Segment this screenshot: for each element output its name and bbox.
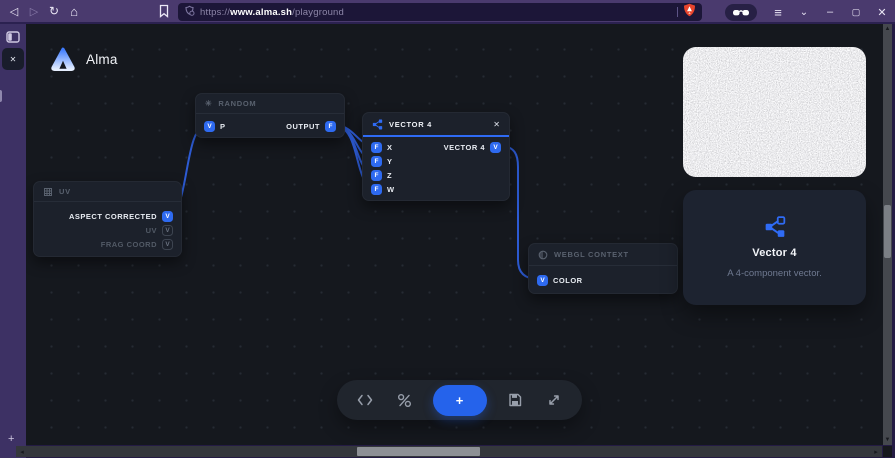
add-node-button[interactable]: + bbox=[432, 384, 487, 416]
node-title: UV bbox=[59, 187, 71, 196]
node-title: WEBGL CONTEXT bbox=[554, 250, 629, 259]
scroll-down-icon[interactable]: ▼ bbox=[884, 437, 891, 443]
url-divider bbox=[677, 7, 678, 17]
alma-logo-icon bbox=[51, 47, 75, 72]
private-window-glasses-icon[interactable] bbox=[725, 3, 757, 21]
panel-toggle-icon[interactable] bbox=[6, 30, 20, 48]
port-input-w[interactable]: F bbox=[371, 183, 382, 195]
bookmark-icon[interactable] bbox=[158, 4, 170, 23]
address-bar[interactable]: https://www.alma.sh/playground bbox=[178, 3, 702, 21]
home-button[interactable]: ⌂ bbox=[70, 3, 78, 19]
port-input-p[interactable]: V bbox=[204, 121, 215, 132]
code-view-button[interactable] bbox=[354, 389, 376, 411]
expand-icon bbox=[549, 395, 559, 405]
editor-toolbar: + bbox=[337, 380, 582, 420]
port-output-frag-coord[interactable]: V bbox=[162, 238, 173, 250]
menu-button[interactable]: ≡ bbox=[774, 4, 782, 20]
port-input-x[interactable]: F bbox=[371, 141, 382, 153]
port-label: VECTOR 4 bbox=[443, 142, 485, 152]
port-input-y[interactable]: F bbox=[371, 155, 382, 167]
panel-add-button[interactable]: + bbox=[8, 433, 15, 445]
browser-side-panel-strip: ✕ + bbox=[0, 24, 26, 458]
url-host: www.alma.sh bbox=[230, 6, 293, 18]
code-icon bbox=[357, 394, 373, 406]
port-output[interactable]: F bbox=[325, 121, 336, 132]
node-random[interactable]: ✳ RANDOM V P OUTPUT F bbox=[195, 93, 345, 138]
horizontal-scroll-thumb[interactable] bbox=[357, 447, 480, 456]
minimize-button[interactable]: – bbox=[826, 6, 834, 18]
inspector-title: Vector 4 bbox=[752, 247, 797, 259]
panel-strip-marker bbox=[0, 90, 2, 102]
scroll-left-icon[interactable]: ◂ bbox=[20, 448, 24, 456]
port-label: UV bbox=[145, 225, 157, 235]
shader-preview bbox=[683, 47, 866, 177]
vector-icon bbox=[765, 216, 785, 237]
back-button[interactable]: ◁ bbox=[9, 5, 19, 18]
save-icon bbox=[509, 393, 521, 407]
graph-options-button[interactable] bbox=[393, 389, 415, 411]
vertical-scrollbar[interactable]: ▲ ▼ bbox=[883, 24, 892, 445]
panel-close-button[interactable]: ✕ bbox=[2, 48, 24, 70]
close-button[interactable]: ✕ bbox=[877, 6, 887, 19]
fullscreen-button[interactable] bbox=[543, 389, 565, 411]
maximize-button[interactable]: ▢ bbox=[851, 6, 861, 17]
port-input-color[interactable]: V bbox=[537, 274, 548, 286]
node-inspector-card: Vector 4 A 4-component vector. bbox=[683, 190, 866, 305]
vector-icon bbox=[372, 119, 383, 129]
node-close-icon[interactable]: ✕ bbox=[493, 119, 500, 129]
node-editor-canvas[interactable]: Alma ✳ RANDOM V P OUTPUT F bbox=[26, 24, 883, 445]
port-label: P bbox=[220, 122, 226, 131]
site-info-icon[interactable] bbox=[184, 3, 195, 21]
port-output-uv[interactable]: V bbox=[162, 224, 173, 236]
port-label: OUTPUT bbox=[286, 122, 320, 131]
port-label: X bbox=[387, 142, 393, 152]
inspector-description: A 4-component vector. bbox=[727, 268, 822, 279]
horizontal-scrollbar[interactable]: ◂ ▸ bbox=[16, 446, 882, 457]
brand-name: Alma bbox=[86, 51, 118, 67]
node-title: VECTOR 4 bbox=[389, 119, 432, 129]
grid-icon bbox=[44, 187, 52, 196]
browser-toolbar: ◁ ▷ ↻ ⌂ https://www.alma.sh/playground ≡ bbox=[0, 0, 895, 24]
scroll-right-icon[interactable]: ▸ bbox=[874, 448, 878, 456]
port-output-aspect-corrected[interactable]: V bbox=[162, 210, 173, 222]
node-uv[interactable]: UV ASPECT CORRECTED V UV V FRAG COORD V bbox=[33, 181, 182, 257]
brand: Alma bbox=[50, 46, 118, 72]
port-label: FRAG COORD bbox=[100, 239, 157, 249]
port-output-vector4[interactable]: V bbox=[490, 141, 501, 153]
scrollbar-corner bbox=[883, 446, 892, 457]
port-label: ASPECT CORRECTED bbox=[68, 211, 157, 221]
port-label: Y bbox=[387, 156, 393, 166]
random-icon: ✳ bbox=[205, 99, 213, 108]
wire-vector4-to-color bbox=[499, 145, 539, 280]
context-icon bbox=[538, 250, 548, 259]
scroll-up-icon[interactable]: ▲ bbox=[884, 26, 891, 32]
chevron-down-icon[interactable]: ⌄ bbox=[799, 6, 809, 18]
shield-extension-icon[interactable] bbox=[683, 3, 696, 22]
noise-texture bbox=[683, 47, 866, 177]
node-vector4[interactable]: VECTOR 4 ✕ F X VECTOR 4 V F Y F Z bbox=[362, 112, 510, 201]
port-label: Z bbox=[387, 170, 393, 180]
url-text: https://www.alma.sh/playground bbox=[200, 6, 345, 18]
port-label: W bbox=[387, 184, 395, 194]
graph-icon bbox=[397, 393, 411, 407]
reload-button[interactable]: ↻ bbox=[48, 4, 60, 18]
save-button[interactable] bbox=[504, 389, 526, 411]
port-input-z[interactable]: F bbox=[371, 169, 382, 181]
port-label: COLOR bbox=[553, 275, 583, 285]
node-webgl-context[interactable]: WEBGL CONTEXT V COLOR bbox=[528, 243, 678, 294]
forward-button[interactable]: ▷ bbox=[29, 5, 39, 18]
node-title: RANDOM bbox=[218, 99, 257, 108]
vertical-scroll-thumb[interactable] bbox=[884, 205, 891, 258]
